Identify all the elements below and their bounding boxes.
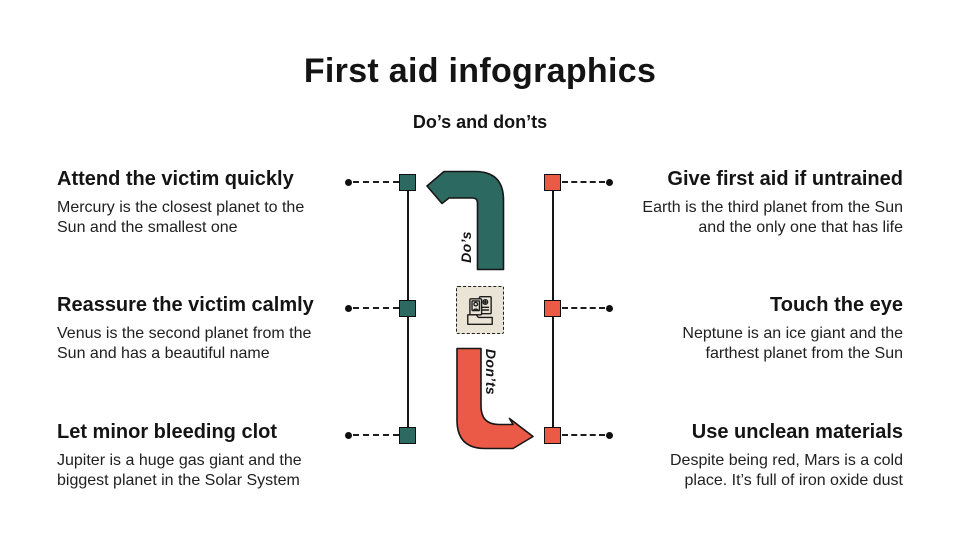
item-body: Despite being red, Mars is a cold place.… — [670, 452, 903, 489]
connector-dot — [606, 431, 613, 439]
dos-label: Do’s — [458, 231, 474, 263]
do-item: Attend the victim quickly Mercury is the… — [57, 167, 367, 237]
page-subtitle: Do’s and don’ts — [412, 112, 548, 132]
item-heading: Give first aid if untrained — [667, 168, 903, 190]
connector-dot — [606, 304, 613, 312]
item-heading: Touch the eye — [770, 294, 903, 316]
item-heading: Let minor bleeding clot — [57, 421, 278, 443]
do-item: Let minor bleeding clot Jupiter is a hug… — [57, 420, 367, 490]
connector-dash — [353, 181, 399, 183]
item-body: Mercury is the closest planet to the Sun… — [57, 199, 305, 236]
item-body: Venus is the second planet from the Sun … — [57, 325, 312, 362]
do-marker-square — [399, 299, 416, 317]
do-marker-square — [399, 426, 416, 444]
donts-arrow — [456, 347, 534, 450]
item-heading: Use unclean materials — [691, 421, 903, 443]
connector-dot — [345, 178, 352, 186]
dont-item: Give first aid if untrained Earth is the… — [593, 167, 903, 237]
center-icon-box — [456, 286, 504, 334]
dont-item: Use unclean materials Despite being red,… — [593, 420, 903, 490]
first-aid-documents-icon — [467, 296, 493, 326]
do-item: Reassure the victim calmly Venus is the … — [57, 293, 367, 363]
dont-marker-square — [544, 426, 561, 444]
connector-dash — [562, 181, 605, 183]
do-marker-square — [399, 173, 416, 191]
dont-marker-square — [544, 173, 561, 191]
item-body: Jupiter is a huge gas giant and the bigg… — [57, 452, 302, 489]
connector-dash — [353, 307, 399, 309]
item-body: Earth is the third planet from the Sun a… — [642, 199, 903, 236]
dont-item: Touch the eye Neptune is an ice giant an… — [593, 293, 903, 363]
item-heading: Reassure the victim calmly — [57, 294, 314, 316]
connector-dash — [353, 434, 399, 436]
dos-arrow — [426, 170, 505, 271]
dont-marker-square — [544, 299, 561, 317]
connector-dash — [562, 434, 605, 436]
connector-dash — [562, 307, 605, 309]
item-heading: Attend the victim quickly — [57, 168, 294, 190]
connector-dot — [606, 178, 613, 186]
item-body: Neptune is an ice giant and the farthest… — [682, 325, 903, 362]
donts-label: Don’ts — [483, 348, 499, 396]
page-title: First aid infographics — [303, 52, 657, 90]
connector-dot — [345, 431, 352, 439]
connector-dot — [345, 304, 352, 312]
